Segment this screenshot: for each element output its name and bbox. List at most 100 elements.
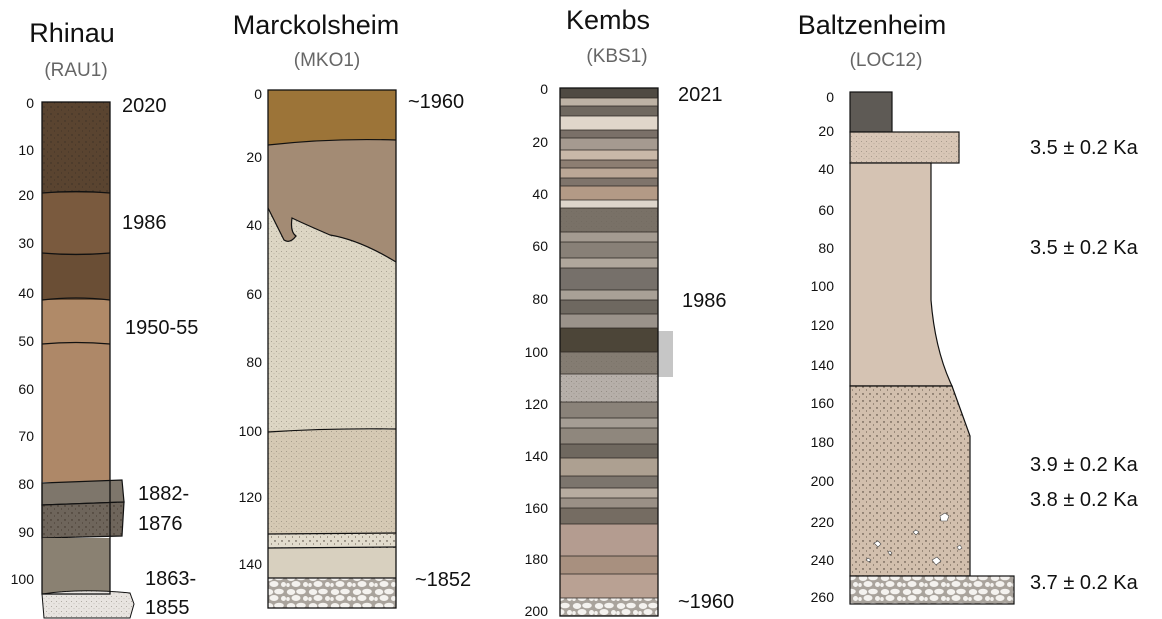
depth-tick: 40: [246, 217, 262, 233]
layer-texture: [268, 534, 396, 548]
layer-texture: [42, 102, 110, 194]
depth-tick: 0: [26, 95, 34, 111]
layer: [560, 300, 658, 314]
depth-tick: 160: [525, 500, 549, 516]
layer: [560, 418, 658, 428]
depth-tick: 0: [540, 81, 548, 97]
layer-boundary: [267, 546, 397, 549]
depth-tick: 40: [818, 161, 834, 177]
layer: [560, 168, 658, 178]
depth-tick: 60: [818, 202, 834, 218]
layer: [560, 328, 658, 352]
depth-tick: 160: [811, 395, 835, 411]
layer-boundary: [267, 138, 397, 146]
depth-tick: 60: [532, 238, 548, 254]
depth-axis: 0 20 40 60 80 100 120 140 160 180 200 22…: [811, 89, 835, 605]
layer: [560, 524, 658, 556]
layer: [560, 444, 658, 458]
depth-tick: 20: [246, 149, 262, 165]
column-kembs: Kembs (KBS1): [525, 5, 735, 619]
age-label: 3.9 ± 0.2 Ka: [1030, 454, 1139, 476]
date-label: ~1960: [678, 591, 734, 613]
depth-tick: 40: [18, 285, 34, 301]
depth-tick: 80: [246, 354, 262, 370]
age-annotations: 3.5 ± 0.2 Ka 3.5 ± 0.2 Ka 3.9 ± 0.2 Ka 3…: [1030, 137, 1139, 594]
column-title: Baltzenheim: [798, 10, 947, 40]
layer-texture: [850, 386, 970, 576]
age-label: 3.5 ± 0.2 Ka: [1030, 237, 1139, 259]
layer-boundaries: [560, 97, 658, 599]
layer: [560, 150, 658, 160]
age-label: 3.7 ± 0.2 Ka: [1030, 572, 1139, 594]
column-rhinau: Rhinau (RAU1) 0 10 20 30 40: [11, 18, 199, 619]
layer: [560, 488, 658, 498]
date-label: 2020: [122, 95, 167, 117]
depth-tick: 60: [246, 286, 262, 302]
core-outline: [41, 101, 111, 595]
layer: [560, 116, 658, 130]
depth-tick: 180: [811, 434, 835, 450]
date-label: 1950-55: [125, 317, 198, 339]
date-label: 1863-: [145, 568, 196, 590]
layer: [849, 575, 1015, 605]
layer: [268, 578, 396, 608]
date-annotations: 2021 1986 ~1960: [678, 84, 734, 613]
layer: [560, 268, 658, 290]
date-label: 1986: [682, 290, 727, 312]
sample-marker: [658, 331, 673, 377]
column-baltzenheim: Baltzenheim (LOC12) 0 20 40 6: [798, 10, 1139, 605]
layer-boundary: [41, 341, 111, 345]
layer: [42, 300, 110, 344]
layer: [849, 91, 893, 133]
core-log: [41, 101, 135, 619]
depth-tick: 70: [18, 428, 34, 444]
column-code: (KBS1): [586, 46, 647, 67]
column-marckolsheim: Marckolsheim (MKO1) 0 20 40 60: [233, 10, 471, 609]
date-annotations: ~1960 ~1852: [408, 91, 471, 591]
depth-tick: 30: [18, 235, 34, 251]
column-code: (RAU1): [44, 60, 107, 81]
layer-texture: [850, 132, 959, 163]
layer-boundary: [41, 297, 111, 301]
layer-texture: [560, 352, 658, 374]
depth-tick: 180: [525, 551, 549, 567]
layer: [849, 162, 953, 387]
layer-texture: [42, 590, 134, 618]
depth-tick: 100: [525, 344, 549, 360]
depth-tick: 40: [532, 186, 548, 202]
core-outline: [267, 89, 397, 609]
layer: [42, 538, 110, 594]
column-code: (MKO1): [294, 50, 361, 71]
depth-axis: 0 20 40 60 80 100 120 140 160 180 200: [525, 81, 549, 619]
layer: [560, 130, 658, 138]
layer: [560, 88, 658, 98]
depth-tick: 60: [18, 381, 34, 397]
layer-boundary: [267, 207, 397, 263]
date-label: ~1852: [415, 569, 471, 591]
layer: [268, 548, 396, 578]
layer: [560, 138, 658, 150]
layer: [560, 428, 658, 444]
core-log: [267, 89, 397, 609]
date-label: 2021: [678, 84, 723, 106]
layer-texture: [42, 502, 124, 538]
layer-boundary: [41, 190, 111, 194]
layer-boundary: [41, 252, 111, 256]
layer-boundary: [267, 428, 397, 433]
layer: [560, 508, 658, 524]
depth-tick: 220: [811, 514, 835, 530]
depth-tick: 50: [18, 333, 34, 349]
layer: [560, 98, 658, 106]
depth-axis: 0 10 20 30 40 50 60 70 80 90 100: [11, 95, 35, 587]
core-log: [849, 91, 1015, 605]
layer: [560, 402, 658, 418]
layer: [560, 200, 658, 208]
layer: [560, 178, 658, 186]
depth-tick: 140: [239, 556, 263, 572]
layer: [268, 90, 396, 146]
layer: [560, 556, 658, 574]
layer: [560, 458, 658, 476]
date-label: 1855: [145, 597, 190, 619]
depth-tick: 20: [18, 187, 34, 203]
